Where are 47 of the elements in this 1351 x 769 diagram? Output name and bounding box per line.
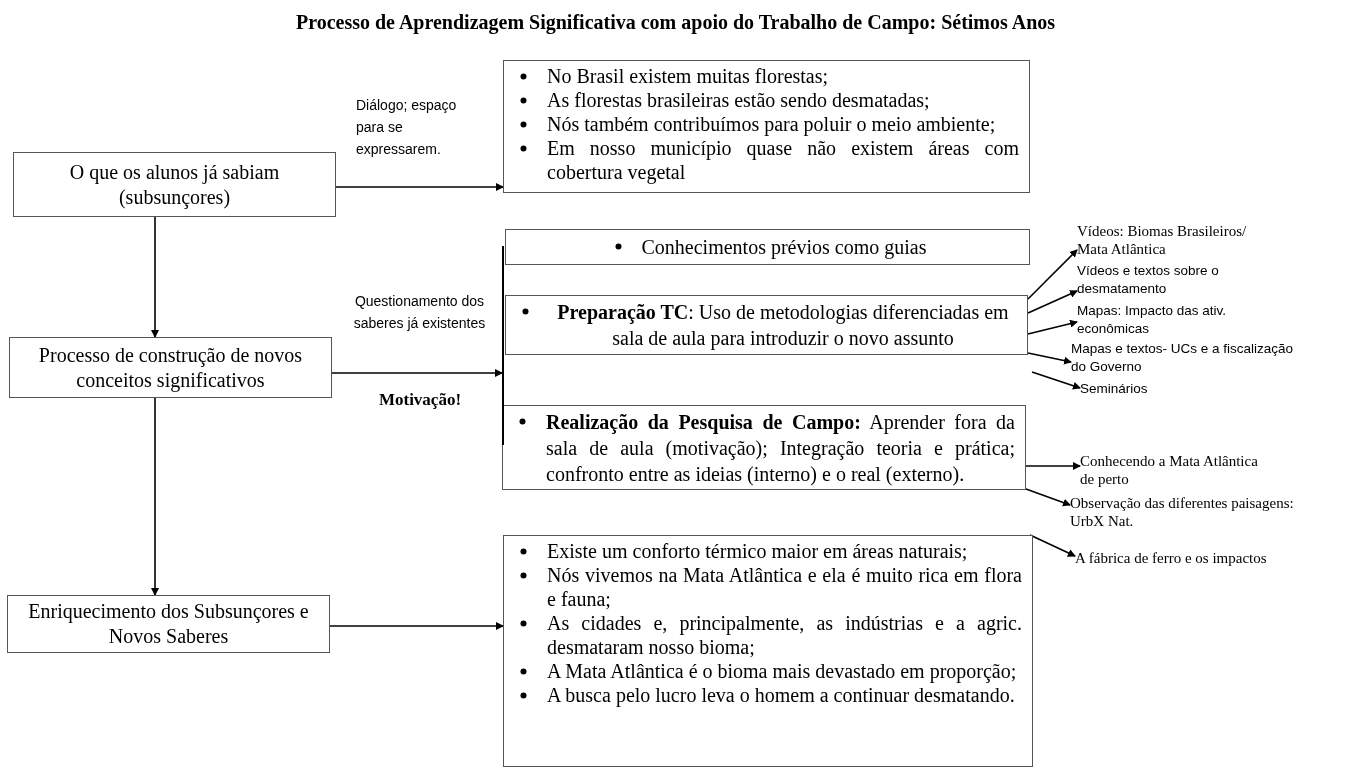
emphasis-label: Motivação!: [377, 389, 463, 411]
diagram-title: Processo de Aprendizagem Significativa com apoio do Trabalho de Campo: Sétimos Anos: [294, 10, 1057, 36]
arrow: [1031, 371, 1081, 390]
bullet-text: Existe um conforto térmico maior em áreas naturais;: [547, 539, 968, 563]
arrow: [151, 216, 159, 338]
arrow: [1027, 290, 1078, 314]
activity-label: Observação das diferentes paisagens: UrbX Nat.: [1070, 494, 1310, 530]
box-text: Processo de construção de novos conceitos significativos: [37, 342, 304, 393]
bullet-text: A busca pelo lucro leva o homem a continuar desmatando.: [547, 683, 1015, 707]
edge-label: Questionamento dos saberes já existentes: [352, 292, 487, 333]
arrow: [1027, 352, 1072, 365]
activity-label: A fábrica de ferro e os impactos: [1075, 549, 1325, 567]
bullet-text: Nós vivemos na Mata Atlântica e ela é muito rica em flora e fauna;: [547, 563, 1022, 611]
arrow: [335, 183, 504, 191]
box-text: Enriquecimento dos Subsunçores e Novos Saberes: [27, 599, 310, 649]
bullet-text: Nós também contribuímos para poluir o meio ambiente;: [547, 112, 996, 136]
process-box: [7, 595, 330, 653]
stage-box: [505, 295, 1028, 355]
activity-label: Mapas e textos- UCs e a fiscalização do Governo: [1071, 340, 1299, 376]
box-text: Realização da Pesquisa de Campo: Aprender fora da sala de aula (motivação); Integração teoria e prática; confronto entre as ideias (interno) e o real (externo).: [546, 409, 1015, 487]
activity-label: Vídeos e textos sobre o desmatamento: [1077, 262, 1232, 298]
activity-label: Seminários: [1080, 380, 1160, 398]
activity-label: Mapas: Impacto das ativ. econômicas: [1077, 302, 1237, 338]
arrow: [1025, 488, 1071, 507]
arrow: [1027, 249, 1078, 300]
box-text: Preparação TC: Uso de metodologias diferenciadas em sala de aula para introduzir o novo assunto: [556, 300, 1010, 351]
bullet-text: As cidades e, principalmente, as indústrias e a agric. desmataram nosso bioma;: [547, 611, 1022, 659]
process-box: [9, 337, 332, 398]
bullet-box: [503, 60, 1030, 193]
stage-box: [505, 229, 1030, 265]
stage-box: [502, 405, 1026, 490]
arrow: [151, 397, 159, 596]
box-text: O que os alunos já sabiam (subsunçores): [68, 159, 281, 210]
bullet-text: A Mata Atlântica é o bioma mais devastado em proporção;: [547, 659, 1017, 683]
bullet-text: No Brasil existem muitas florestas;: [547, 64, 829, 88]
arrow: [1027, 319, 1078, 335]
arrow: [329, 622, 504, 630]
activity-label: Vídeos: Biomas Brasileiros/ Mata Atlântica: [1077, 222, 1262, 258]
arrow: [1025, 462, 1081, 470]
activity-label: Conhecendo a Mata Atlântica de perto: [1080, 452, 1266, 488]
process-box: [13, 152, 336, 217]
box-text: Conhecimentos prévios como guias: [641, 235, 927, 260]
bullet-box: [503, 535, 1033, 767]
bullet-text: As florestas brasileiras estão sendo desmatadas;: [547, 88, 930, 112]
bullet-text: Em nosso município quase não existem áreas com cobertura vegetal: [547, 136, 1019, 184]
edge-label: Diálogo; espaço para se expressarem.: [356, 96, 458, 159]
arrow: [331, 369, 503, 377]
